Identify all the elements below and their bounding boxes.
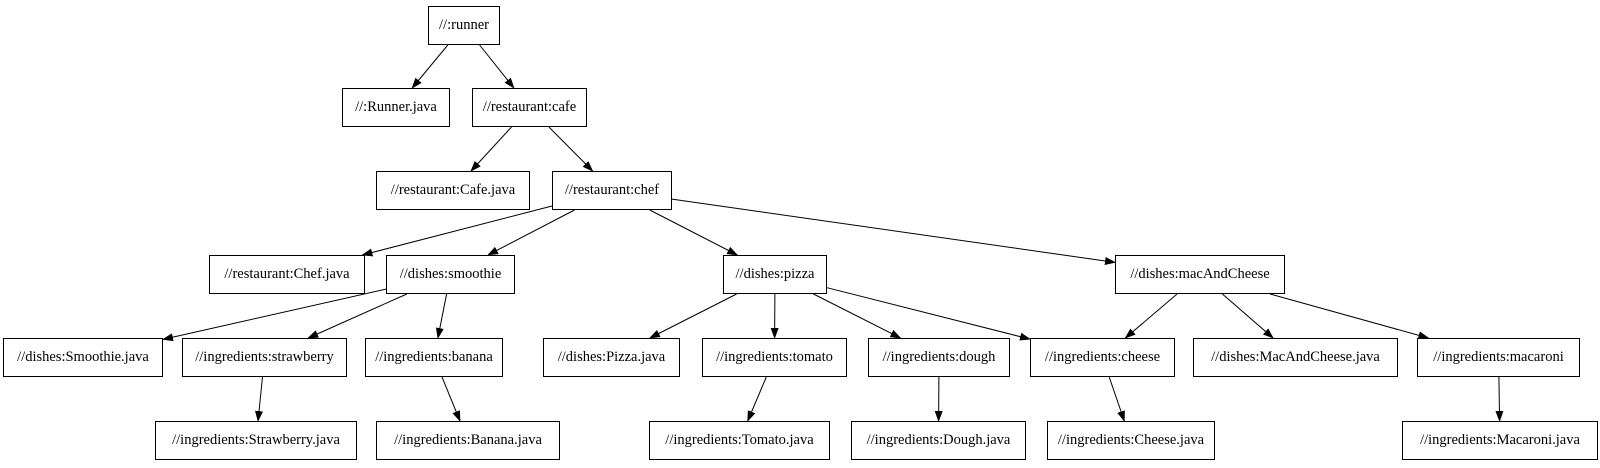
node-label: //dishes:MacAndCheese.java [1211,349,1380,365]
edge-strawberry-to-strawberry_java [255,376,263,422]
graph-node-tomato: //ingredients:tomato [702,338,847,377]
graph-node-chef: //restaurant:chef [552,171,672,210]
edge-cheese-to-cheese_java [1108,376,1125,422]
node-label: //ingredients:Cheese.java [1057,432,1205,448]
node-label: //dishes:Pizza.java [557,349,666,365]
graph-node-cheese: //ingredients:cheese [1030,338,1175,377]
edge-smoothie-to-banana [435,293,448,339]
graph-node-tomato_java: //ingredients:Tomato.java [649,421,830,460]
node-label: //ingredients:Strawberry.java [172,432,340,448]
graph-node-banana_java: //ingredients:Banana.java [376,421,560,460]
edge-cafe-to-chef [548,126,594,172]
edge-macandcheese-to-macandcheese_java [1222,293,1274,339]
graph-node-smoothie_java: //dishes:Smoothie.java [3,338,163,377]
graph-node-dough: //ingredients:dough [868,338,1010,377]
graph-node-smoothie: //dishes:smoothie [386,255,515,294]
graph-node-runner: //:runner [428,6,500,45]
edge-chef-to-chef_java [361,205,553,257]
node-label: //ingredients:dough [882,349,996,365]
edge-macandcheese-to-macaroni [1269,293,1430,340]
node-label: //ingredients:cheese [1044,349,1161,365]
edge-cafe-to-cafe_java [470,126,512,172]
edge-macaroni-to-macaroni_java [1495,376,1504,422]
graph-node-strawberry: //ingredients:strawberry [182,338,347,377]
node-label: //ingredients:Banana.java [394,432,542,448]
node-label: //ingredients:strawberry [195,349,334,365]
edge-pizza-to-pizza_java [649,293,737,339]
edge-chef-to-macandcheese [671,198,1116,265]
node-label: //ingredients:macaroni [1433,349,1564,365]
node-label: //:runner [439,17,489,33]
edge-macandcheese-to-cheese [1124,293,1178,339]
graph-node-strawberry_java: //ingredients:Strawberry.java [155,421,357,460]
node-label: //restaurant:Cafe.java [390,182,516,198]
node-label: //dishes:Smoothie.java [17,349,149,365]
node-label: //ingredients:tomato [716,349,833,365]
edge-smoothie-to-smoothie_java [162,288,387,342]
edge-chef-to-smoothie [487,209,575,256]
edge-runner-to-runner_java [411,44,449,89]
edge-pizza-to-dough [813,293,902,339]
graph-node-banana: //ingredients:banana [365,338,503,377]
node-label: //ingredients:Dough.java [866,432,1011,448]
graph-node-macaroni: //ingredients:macaroni [1417,338,1580,377]
node-label: //restaurant:Chef.java [224,266,350,282]
graph-node-macandcheese_java: //dishes:MacAndCheese.java [1193,338,1398,377]
node-label: //dishes:pizza [735,266,815,282]
node-label: //dishes:smoothie [399,266,502,282]
edge-pizza-to-cheese [826,287,1031,341]
edge-runner-to-cafe [479,44,515,89]
graph-node-dough_java: //ingredients:Dough.java [851,421,1026,460]
node-label: //restaurant:cafe [482,99,577,115]
graph-node-macaroni_java: //ingredients:Macaroni.java [1402,421,1598,460]
graph-node-cafe: //restaurant:cafe [472,88,587,127]
graph-node-chef_java: //restaurant:Chef.java [209,255,365,294]
graph-node-cheese_java: //ingredients:Cheese.java [1047,421,1215,460]
node-label: //:Runner.java [355,99,437,115]
graph-node-cafe_java: //restaurant:Cafe.java [376,171,530,210]
graph-node-runner_java: //:Runner.java [342,88,450,127]
node-label: //restaurant:chef [564,182,660,198]
node-label: //dishes:macAndCheese [1130,266,1270,282]
graph-node-pizza: //dishes:pizza [723,255,827,294]
edge-smoothie-to-strawberry [307,293,408,339]
edge-tomato-to-tomato_java [747,376,767,422]
node-label: //ingredients:Macaroni.java [1420,432,1580,448]
edge-banana-to-banana_java [441,376,461,422]
graph-node-pizza_java: //dishes:Pizza.java [543,338,680,377]
edge-chef-to-pizza [649,209,739,256]
graph-node-macandcheese: //dishes:macAndCheese [1115,255,1285,294]
node-label: //ingredients:Tomato.java [665,432,814,448]
node-label: //ingredients:banana [375,349,493,365]
